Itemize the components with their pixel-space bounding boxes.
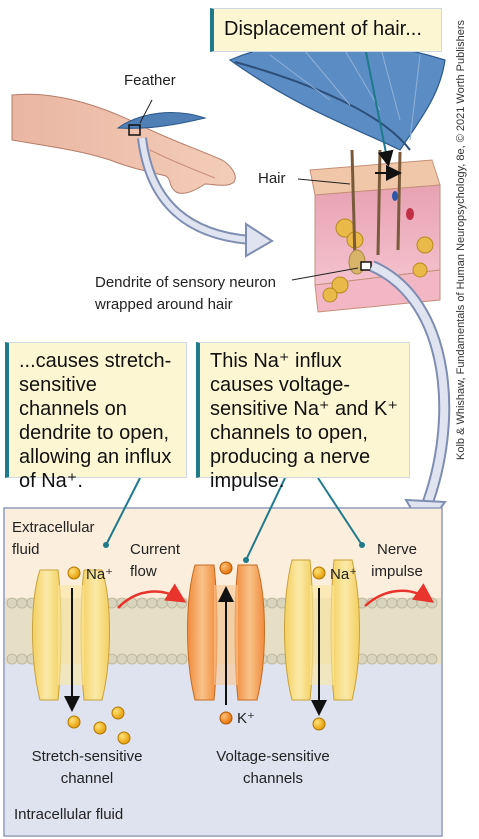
voltage-channels-label-line1: Voltage-sensitive bbox=[216, 748, 330, 765]
callout-displacement-text: Displacement of hair... bbox=[224, 18, 422, 40]
na-label-right: Na⁺ bbox=[330, 566, 358, 583]
voltage-channels-label: Voltage-sensitive channels bbox=[198, 748, 348, 788]
membrane-panel bbox=[3, 507, 443, 837]
stretch-channel-label-line2: channel bbox=[60, 770, 114, 787]
feather-small bbox=[116, 112, 207, 129]
copyright-credit: Kolb & Whishaw, Fundamentals of Human Ne… bbox=[455, 20, 471, 480]
na-ion bbox=[67, 566, 81, 580]
k-ion bbox=[219, 561, 233, 575]
arm-illustration bbox=[11, 93, 236, 194]
dendrite-label-line2: wrapped around hair bbox=[95, 296, 233, 313]
current-flow-label-line2: flow bbox=[130, 563, 157, 580]
feather-large bbox=[228, 40, 446, 151]
extracellular-label: Extracellular fluid bbox=[12, 519, 95, 559]
current-flow-label: Current flow bbox=[130, 541, 180, 581]
dendrite-label-line1: Dendrite of sensory neuron bbox=[95, 274, 276, 291]
impulse-arrow bbox=[364, 583, 435, 607]
dendrite-label: Dendrite of sensory neuron wrapped aroun… bbox=[95, 274, 276, 314]
skin-block bbox=[309, 149, 441, 313]
hair-label: Hair bbox=[258, 170, 286, 187]
na-ion bbox=[312, 717, 326, 731]
current-flow-arrow bbox=[117, 583, 187, 609]
nerve-impulse-label-line1: Nerve bbox=[376, 541, 417, 558]
na-ion bbox=[111, 706, 125, 720]
na-ion bbox=[67, 715, 81, 729]
intracellular-label: Intracellular fluid bbox=[14, 806, 124, 823]
callout-displacement: Displacement of hair... bbox=[210, 8, 442, 52]
current-flow-label-line1: Current bbox=[130, 541, 181, 558]
extracellular-label-line2: fluid bbox=[12, 541, 40, 558]
na-ion bbox=[93, 721, 107, 735]
callout-stretch: ...causes stretch-sensitive channels on … bbox=[5, 342, 187, 492]
na-label-left: Na⁺ bbox=[86, 566, 114, 583]
voltage-channel-orange bbox=[187, 564, 265, 701]
extracellular-label-line1: Extracellular bbox=[12, 519, 95, 536]
voltage-channel-yellow bbox=[284, 559, 360, 701]
zoom-box-arm bbox=[128, 124, 141, 136]
callout-voltage-text: This Na⁺ influx causes voltage-sensitive… bbox=[210, 350, 398, 492]
nerve-impulse-label-line2: impulse bbox=[371, 563, 423, 580]
callout-voltage: This Na⁺ influx causes voltage-sensitive… bbox=[196, 342, 410, 492]
na-ion bbox=[117, 731, 131, 745]
feather-label: Feather bbox=[124, 72, 176, 89]
nerve-impulse-label: Nerve impulse bbox=[362, 541, 432, 581]
stretch-channel-label: Stretch-sensitive channel bbox=[12, 748, 162, 788]
k-label: K⁺ bbox=[237, 710, 255, 727]
copyright-credit-text: Kolb & Whishaw, Fundamentals of Human Ne… bbox=[455, 20, 467, 460]
stretch-channel-label-line1: Stretch-sensitive bbox=[31, 748, 143, 765]
k-ion bbox=[219, 711, 233, 725]
na-ion bbox=[312, 566, 326, 580]
voltage-channels-label-line2: channels bbox=[242, 770, 304, 787]
callout-stretch-text: ...causes stretch-sensitive channels on … bbox=[19, 350, 172, 492]
